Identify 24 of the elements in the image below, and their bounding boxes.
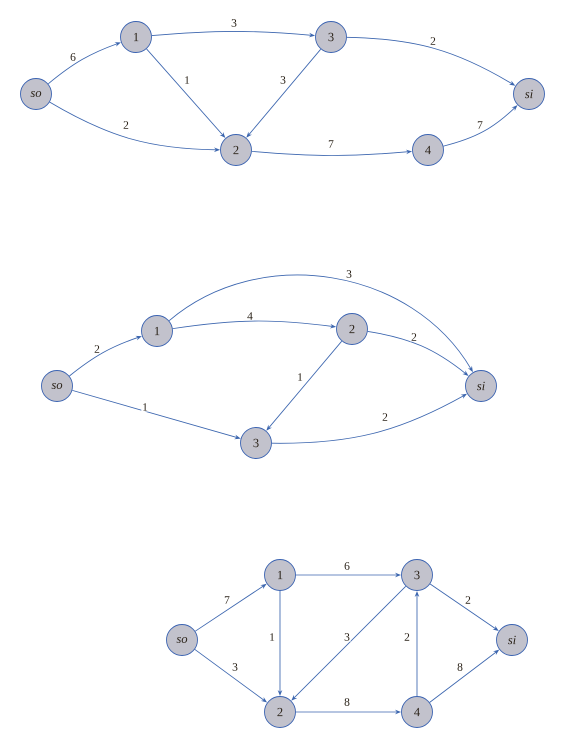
edge-label: 3 (230, 18, 238, 28)
edge-label: 2 (122, 120, 130, 130)
edge-label: 1 (268, 632, 276, 642)
edge-label: 8 (456, 662, 464, 672)
edge-label: 7 (327, 139, 335, 149)
edge-label: 7 (476, 120, 484, 130)
edge-label: 2 (93, 344, 101, 354)
edge-label: 6 (343, 561, 351, 571)
edge-label: 7 (223, 595, 231, 605)
edge-label: 2 (403, 632, 411, 642)
edge-label: 3 (343, 632, 351, 642)
edge-label: 1 (296, 372, 304, 382)
edge-label: 3 (231, 662, 239, 672)
edge-label: 4 (246, 311, 254, 321)
edge-label: 1 (183, 75, 191, 85)
edge-label: 2 (381, 412, 389, 422)
edge-label: 3 (279, 75, 287, 85)
edge-label: 2 (410, 332, 418, 342)
edge-label: 3 (345, 269, 353, 279)
edge-label: 8 (343, 697, 351, 707)
edge-label: 6 (69, 52, 77, 62)
edge-label: 2 (464, 595, 472, 605)
edge-label: 1 (141, 402, 149, 412)
edge-label: 2 (429, 36, 437, 46)
